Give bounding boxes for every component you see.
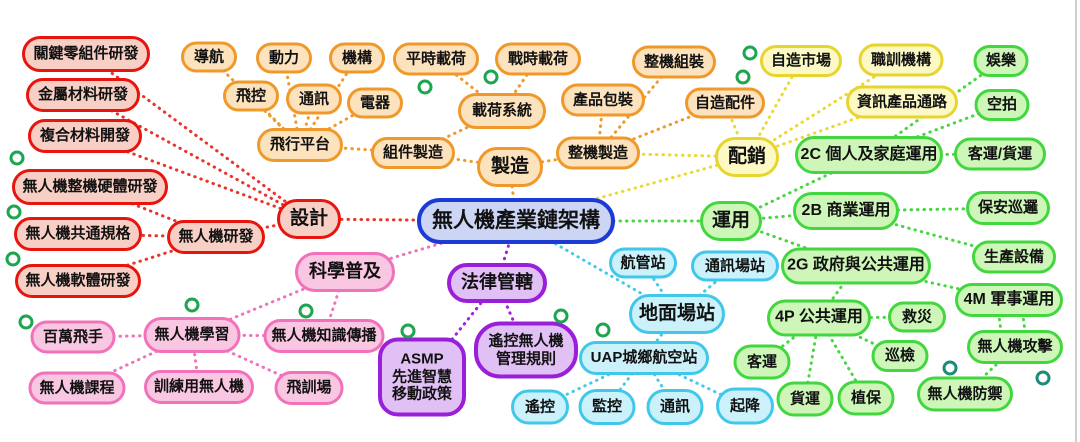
edge-sw-rd bbox=[76, 235, 218, 283]
node-wmfg[interactable]: 整機製造 bbox=[556, 136, 640, 170]
node-mm[interactable]: 金屬材料研發 bbox=[26, 78, 140, 112]
ring-marker-icon bbox=[1035, 370, 1051, 386]
node-learn[interactable]: 無人機學習 bbox=[143, 317, 241, 353]
node-sci[interactable]: 科學普及 bbox=[295, 252, 395, 292]
node-wasm[interactable]: 整機組裝 bbox=[632, 45, 716, 79]
edge-mm-design bbox=[81, 93, 311, 221]
ring-marker-icon bbox=[18, 314, 34, 330]
node-pack[interactable]: 產品包裝 bbox=[561, 83, 645, 117]
ring-marker-icon bbox=[735, 69, 751, 85]
node-cm[interactable]: 複合材料開發 bbox=[28, 119, 142, 153]
node-air[interactable]: 空拍 bbox=[974, 89, 1030, 121]
node-com[interactable]: 通訊 bbox=[286, 83, 342, 115]
node-mfg[interactable]: 製造 bbox=[477, 147, 543, 187]
ring-marker-icon bbox=[6, 204, 22, 220]
node-nav[interactable]: 導航 bbox=[181, 41, 237, 73]
ring-marker-icon bbox=[400, 323, 416, 339]
node-cst[interactable]: 通訊場站 bbox=[691, 250, 779, 282]
ring-marker-icon bbox=[5, 251, 21, 267]
ring-marker-icon bbox=[417, 79, 433, 95]
node-pax[interactable]: 客運 bbox=[733, 344, 791, 380]
node-m4[interactable]: 4M 軍事運用 bbox=[955, 283, 1063, 317]
node-law[interactable]: 法律管轄 bbox=[447, 263, 547, 303]
node-mon[interactable]: 監控 bbox=[578, 389, 636, 425]
node-spec[interactable]: 無人機共通規格 bbox=[14, 217, 142, 251]
node-pw[interactable]: 動力 bbox=[256, 42, 312, 74]
node-fly[interactable]: 飛訓場 bbox=[274, 371, 344, 405]
node-rc[interactable]: 遙控 bbox=[511, 389, 569, 425]
node-atc[interactable]: 航管站 bbox=[609, 247, 677, 279]
node-mil[interactable]: 百萬飛手 bbox=[30, 320, 116, 354]
edge-learn-trn bbox=[190, 333, 201, 389]
edge-dist-jt bbox=[745, 58, 903, 159]
node-ppl[interactable]: 平時載荷 bbox=[393, 42, 479, 76]
ring-marker-icon bbox=[595, 322, 611, 338]
node-smkt[interactable]: 自造市場 bbox=[760, 45, 842, 77]
node-know[interactable]: 無人機知識傳播 bbox=[263, 319, 385, 353]
node-fp[interactable]: 飛行平台 bbox=[257, 128, 343, 162]
node-def[interactable]: 無人機防禦 bbox=[917, 376, 1013, 412]
node-pc[interactable]: 客運/貨運 bbox=[954, 137, 1046, 171]
edge-design-central bbox=[307, 217, 518, 223]
node-pls[interactable]: 載荷系統 bbox=[458, 93, 546, 129]
window-edge-line bbox=[1075, 0, 1077, 442]
ring-marker-icon bbox=[298, 303, 314, 319]
node-uap[interactable]: UAP城鄉航空站 bbox=[579, 341, 709, 375]
node-sw[interactable]: 無人機軟體研發 bbox=[15, 264, 141, 298]
node-dist[interactable]: 配銷 bbox=[715, 137, 779, 177]
node-cmfg[interactable]: 組件製造 bbox=[371, 137, 455, 169]
ring-marker-icon bbox=[553, 308, 569, 324]
node-trn[interactable]: 訓練用無人機 bbox=[144, 370, 254, 404]
node-resc[interactable]: 救災 bbox=[888, 301, 946, 333]
node-fc[interactable]: 飛控 bbox=[223, 80, 279, 112]
node-sparts[interactable]: 自造配件 bbox=[685, 87, 765, 119]
node-crs[interactable]: 無人機課程 bbox=[28, 371, 126, 405]
node-com2[interactable]: 通訊 bbox=[646, 389, 704, 425]
node-ic[interactable]: 資訊產品通路 bbox=[846, 85, 958, 119]
node-rule[interactable]: 遙控無人機 管理規則 bbox=[474, 321, 578, 379]
ring-marker-icon bbox=[483, 69, 499, 85]
node-p4[interactable]: 4P 公共運用 bbox=[767, 299, 871, 337]
node-ent[interactable]: 娛樂 bbox=[973, 45, 1029, 77]
node-pwl[interactable]: 戰時載荷 bbox=[495, 42, 581, 76]
node-jt[interactable]: 職訓機構 bbox=[858, 43, 944, 77]
node-hw[interactable]: 無人機整機硬體研發 bbox=[12, 169, 168, 205]
node-mech[interactable]: 機構 bbox=[329, 42, 385, 74]
edge-sci-know bbox=[322, 270, 347, 338]
node-g2[interactable]: 2G 政府與公共運用 bbox=[781, 247, 931, 285]
ring-marker-icon bbox=[9, 150, 25, 166]
node-prod[interactable]: 生產設備 bbox=[972, 240, 1056, 274]
node-sec[interactable]: 保安巡邏 bbox=[966, 191, 1050, 225]
node-tko[interactable]: 起降 bbox=[716, 387, 774, 425]
node-agri[interactable]: 植保 bbox=[837, 380, 895, 416]
ring-marker-icon bbox=[184, 297, 200, 313]
node-pat[interactable]: 巡檢 bbox=[871, 340, 929, 372]
node-rd[interactable]: 無人機研發 bbox=[167, 220, 265, 254]
node-kc[interactable]: 關鍵零組件研發 bbox=[22, 36, 150, 72]
node-use[interactable]: 運用 bbox=[700, 201, 762, 241]
ring-marker-icon bbox=[742, 45, 758, 61]
node-crg[interactable]: 貨運 bbox=[776, 381, 834, 417]
node-elec[interactable]: 電器 bbox=[347, 87, 403, 119]
central-node[interactable]: 無人機產業鏈架構 bbox=[417, 198, 615, 244]
node-c2[interactable]: 2C 個人及家庭運用 bbox=[795, 136, 943, 174]
edge-central-law bbox=[495, 219, 518, 285]
node-b2[interactable]: 2B 商業運用 bbox=[793, 192, 899, 230]
node-asmp[interactable]: ASMP 先進智慧 移動政策 bbox=[378, 337, 466, 417]
node-design[interactable]: 設計 bbox=[277, 199, 341, 239]
ring-marker-icon bbox=[942, 360, 958, 376]
node-atk[interactable]: 無人機攻擊 bbox=[967, 330, 1063, 364]
node-gnd[interactable]: 地面場站 bbox=[629, 294, 725, 334]
